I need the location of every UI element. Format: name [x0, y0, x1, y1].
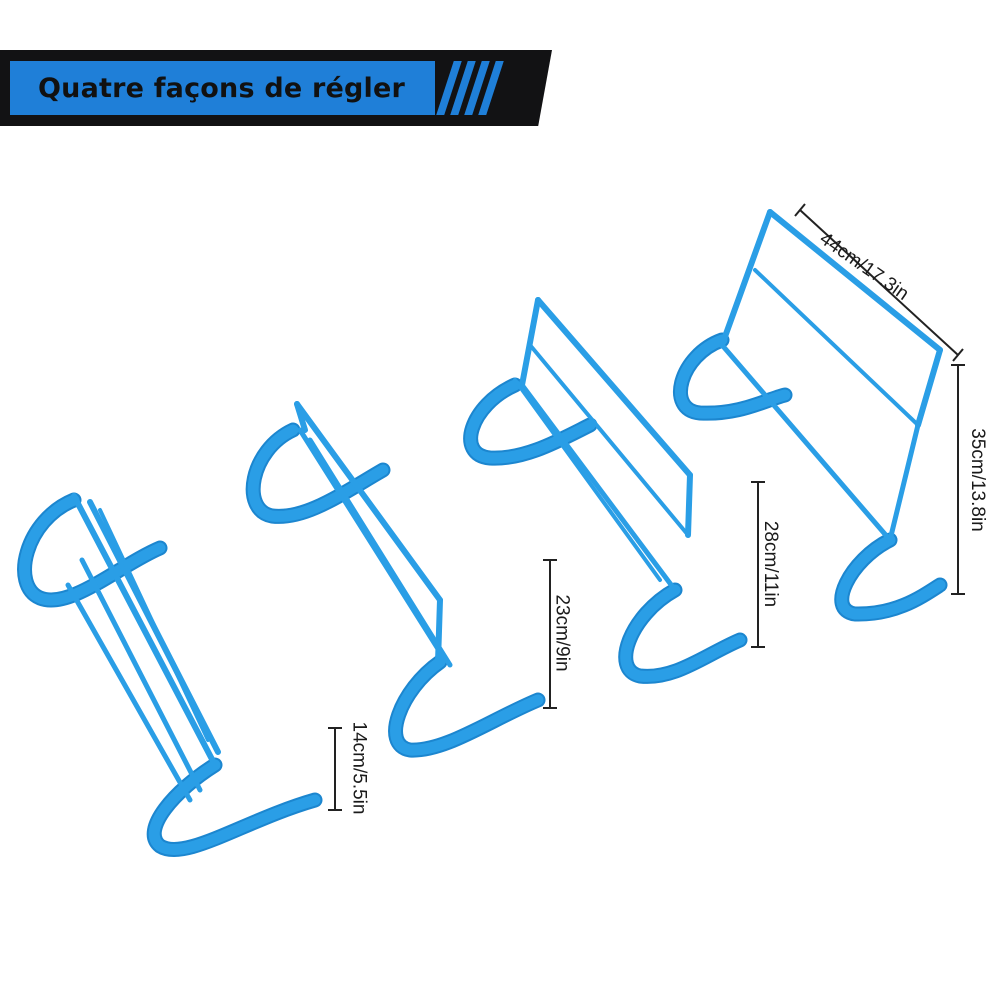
- hurdle-4-post-left: [719, 209, 773, 348]
- hurdle-4-crossbar: [767, 209, 943, 353]
- hurdle-1-rail: [98, 508, 210, 742]
- hurdle-4-upright: [719, 342, 893, 543]
- hurdle-1-bar: [79, 557, 203, 793]
- hurdle-3-foot-front: [620, 584, 746, 682]
- hurdle-4-foot-front-outline: [834, 532, 948, 622]
- hurdle-2-foot-back: [247, 424, 389, 522]
- hurdle-3-post-left: [519, 297, 541, 388]
- height-label-3: 28cm/11in: [760, 520, 782, 608]
- hurdle-4-rail: [753, 268, 920, 427]
- height-label-1: 14cm/5.5in: [348, 721, 370, 815]
- dim-width-cap-end: [952, 348, 964, 362]
- hurdle-1-upright-left: [71, 493, 218, 768]
- hurdle-3-rail: [528, 343, 690, 537]
- hurdle-2-foot-front: [390, 656, 544, 756]
- hurdle-3-upright: [519, 382, 678, 593]
- hurdle-4-post-right-lower: [887, 422, 921, 543]
- hurdle-3-crossbar: [535, 297, 693, 478]
- title-banner-accent: Quatre façons de régler: [10, 61, 435, 115]
- hurdle-2-crossbar: [294, 401, 443, 603]
- hurdle-4-post-right: [915, 347, 943, 428]
- hurdle-2-bar: [307, 437, 453, 668]
- dim-width-cap-start: [794, 203, 806, 217]
- hurdle-3-post-right: [685, 472, 693, 538]
- hurdle-3-rail-lower: [513, 378, 662, 582]
- banner-title: Quatre façons de régler: [38, 72, 406, 104]
- dim-width-line: [799, 209, 959, 356]
- hurdle-4-foot-back: [675, 334, 791, 419]
- hurdle-2-post-left-top: [294, 401, 308, 433]
- hurdle-1-bar-lower: [65, 582, 193, 803]
- hurdle-4-foot-front: [836, 534, 946, 620]
- hurdle-1-foot-back: [19, 494, 166, 606]
- hurdle-1-foot-front: [148, 759, 321, 856]
- title-banner: Quatre façons de régler: [0, 50, 552, 126]
- height-label-2: 23cm/9in: [551, 594, 573, 672]
- height-label-4: 35cm/13.8in: [966, 428, 988, 532]
